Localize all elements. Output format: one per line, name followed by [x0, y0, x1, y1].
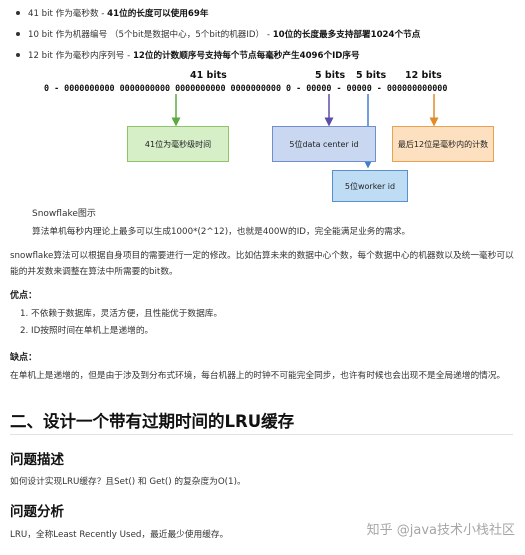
cons-text: 在单机上是递增的，但是由于涉及到分布式环境，每台机器上的时钟不可能完全同步，也许… [10, 371, 506, 381]
bullet-dot [16, 52, 20, 57]
watermark: 知乎 @java技术小栈社区 [366, 523, 515, 538]
pros-title: 优点： [10, 291, 38, 301]
section-heading-lru: 二、设计一个带有过期时间的LRU缓存 [10, 412, 295, 431]
bullet-dot [16, 10, 20, 15]
bits-label-datacenter: 5 bits [315, 70, 346, 81]
bits-label-timestamp: 41 bits [190, 70, 227, 81]
bullet-list: 41 bit 作为毫秒数 - 41位的长度可以使用69年 10 bit 作为机器… [14, 4, 420, 67]
list-item: 1. 不依赖于数据库，灵活方便，且性能优于数据库。 [20, 309, 223, 319]
heading-analysis: 问题分析 [10, 504, 64, 520]
bullet-dot [16, 31, 20, 36]
pros-list: 1. 不依赖于数据库，灵活方便，且性能优于数据库。 2. ID按照时间在单机上是… [20, 306, 222, 340]
paragraph-snowflake-modify: snowflake算法可以根据自身项目的需要进行一定的修改。比如估算未来的数据中… [10, 251, 514, 277]
list-item: 41 bit 作为毫秒数 - 41位的长度可以使用69年 [14, 4, 420, 25]
bit-layout-string: 0 - 0000000000 0000000000 0000000000 000… [44, 83, 448, 93]
box-timestamp: 41位为毫秒级时间 [127, 126, 229, 162]
box-sequence: 最后12位是毫秒内的计数 [392, 126, 494, 162]
list-item: 2. ID按照时间在单机上是递增的。 [20, 326, 154, 336]
bits-label-sequence: 12 bits [405, 70, 442, 81]
analysis-text: LRU，全称Least Recently Used，最近最少使用缓存。 [10, 530, 229, 540]
cons-title: 缺点： [10, 353, 38, 363]
heading-problem: 问题描述 [10, 452, 64, 468]
list-item: 10 bit 作为机器编号 （5个bit是数据中心，5个bit的机器ID） - … [14, 25, 420, 46]
caption-note: 算法单机每秒内理论上最多可以生成1000*(2^12)，也就是400W的ID，完… [32, 227, 411, 237]
problem-text: 如何设计实现LRU缓存？且Set() 和 Get() 的复杂度为O(1)。 [10, 477, 246, 487]
box-datacenter-id: 5位data center id [272, 126, 376, 162]
snowflake-diagram: 41 bits 5 bits 5 bits 12 bits 0 - 000000… [0, 0, 525, 210]
figure-caption: Snowflake图示 [32, 209, 96, 219]
divider [10, 434, 513, 435]
diagram-arrows [171, 94, 439, 169]
box-worker-id: 5位worker id [332, 170, 408, 202]
bits-label-worker: 5 bits [356, 70, 387, 81]
list-item: 12 bit 作为毫秒内序列号 - 12位的计数顺序号支持每个节点每毫秒产生40… [14, 46, 420, 67]
